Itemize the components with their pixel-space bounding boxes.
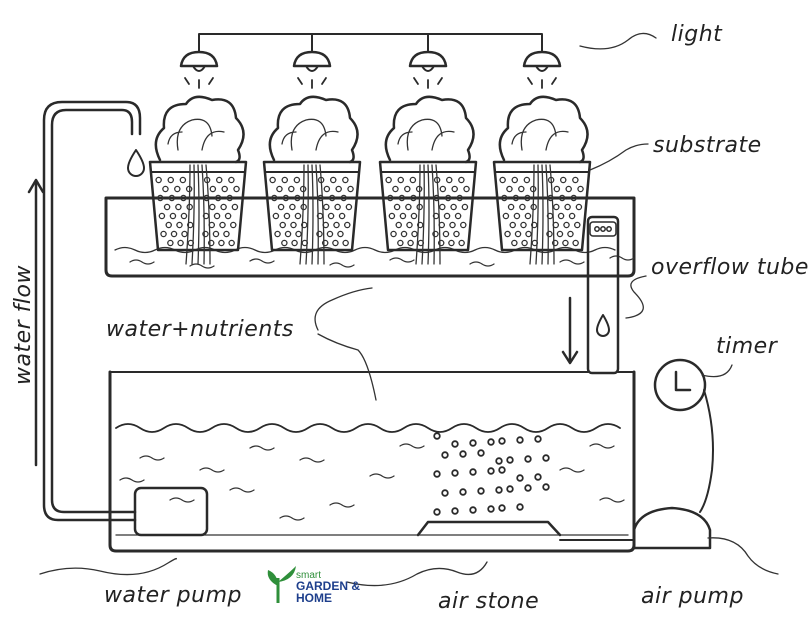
bubble xyxy=(441,489,449,497)
bubble xyxy=(516,503,524,511)
label-overflow-tube: overflow tube xyxy=(651,255,809,280)
bubble xyxy=(451,469,459,477)
bubble xyxy=(477,449,485,457)
water-pipe xyxy=(42,100,145,522)
bubble xyxy=(516,436,524,444)
bubble xyxy=(495,486,503,494)
label-timer: timer xyxy=(716,334,779,359)
bubble xyxy=(459,450,467,458)
plant-pot-icon xyxy=(148,95,248,265)
hanging-lamp-icon xyxy=(179,50,219,89)
label-air-pump: air pump xyxy=(641,584,744,609)
hanging-lamp-icon xyxy=(292,50,332,89)
smart-garden-home-logo: smart GARDEN & HOME xyxy=(267,566,360,605)
bubble xyxy=(469,506,477,514)
bubble xyxy=(433,508,441,516)
water-pump xyxy=(133,486,209,537)
plant-pot-icon xyxy=(262,95,362,265)
logo-line-3: HOME xyxy=(296,591,332,605)
bubble xyxy=(451,440,459,448)
clock-icon xyxy=(653,358,707,412)
down-flow-arrow-icon xyxy=(561,296,579,365)
hanging-lamp-icon xyxy=(408,50,448,89)
bubble xyxy=(506,485,514,493)
air-stone xyxy=(416,520,562,537)
bubble xyxy=(534,435,542,443)
timer xyxy=(653,358,714,513)
water-drop-icon xyxy=(127,149,145,177)
bubble xyxy=(487,467,495,475)
air-bubbles xyxy=(433,432,550,516)
bubble xyxy=(506,456,514,464)
bubble xyxy=(477,487,485,495)
reservoir-water-surface xyxy=(115,423,621,433)
logo-line-1: smart xyxy=(296,570,321,581)
bubble xyxy=(459,488,467,496)
hanging-lamp-icon xyxy=(522,50,562,89)
light-bar xyxy=(198,33,543,53)
bubble xyxy=(498,437,506,445)
bubble xyxy=(469,439,477,447)
bubble xyxy=(451,507,459,515)
bubble xyxy=(516,474,524,482)
label-water-pump: water pump xyxy=(104,583,242,608)
reservoir xyxy=(108,370,636,553)
water-drop-icon xyxy=(596,314,610,337)
label-light: light xyxy=(671,22,723,47)
label-water-flow: water flow xyxy=(11,265,36,385)
label-water-nutrients: water+nutrients xyxy=(106,317,294,342)
overflow-tube xyxy=(586,215,620,375)
bubble xyxy=(542,483,550,491)
bubble xyxy=(495,457,503,465)
plant-pot-icon xyxy=(378,95,478,265)
leader-lines xyxy=(39,32,779,587)
bubble xyxy=(498,504,506,512)
bubble xyxy=(524,484,532,492)
bubble xyxy=(433,432,441,440)
bubble xyxy=(542,454,550,462)
bubble xyxy=(534,473,542,481)
bubble xyxy=(524,455,532,463)
label-air-stone: air stone xyxy=(438,589,539,614)
logo-line-2: GARDEN & xyxy=(296,579,360,593)
bubble xyxy=(487,438,495,446)
air-pump xyxy=(559,506,712,550)
grow-lights xyxy=(179,33,562,89)
label-substrate: substrate xyxy=(653,133,762,158)
bubble xyxy=(469,468,477,476)
bubble xyxy=(441,451,449,459)
bubble xyxy=(498,466,506,474)
up-flow-arrow-icon xyxy=(27,178,45,467)
plant-pot-icon xyxy=(492,95,592,265)
bubble xyxy=(433,470,441,478)
bubble xyxy=(487,505,495,513)
plant-pots xyxy=(148,95,592,265)
